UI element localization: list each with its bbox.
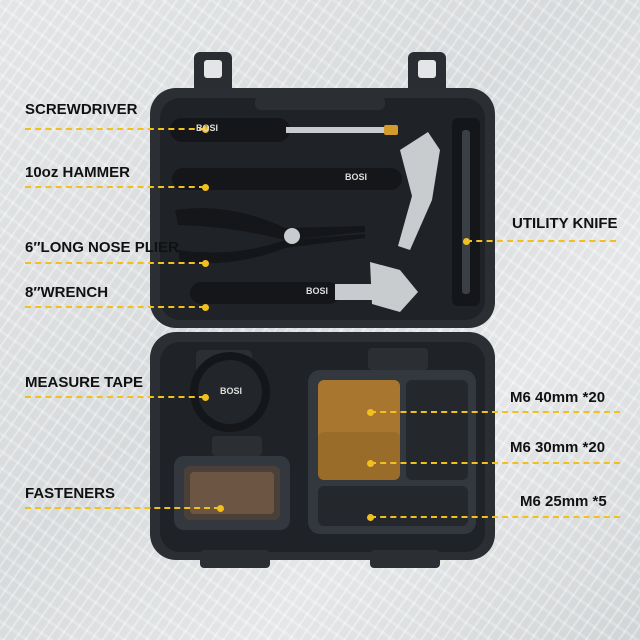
measure-tape	[190, 350, 270, 432]
brand-mark-wrench: BOSI	[306, 286, 329, 296]
label-hammer: 10oz HAMMER	[25, 164, 131, 181]
latch-slot-left	[204, 60, 222, 78]
label-fasteners: FASTENERS	[25, 485, 116, 502]
base-foot-left	[200, 550, 270, 568]
leader-screwdriver	[25, 128, 205, 130]
leader-m6-25	[370, 516, 620, 518]
brand-mark-screwdriver: BOSI	[196, 123, 219, 133]
leader-wrench	[25, 306, 205, 308]
leader-m6-30	[370, 462, 620, 464]
anchors-box	[308, 348, 476, 534]
leader-dot-m6-30	[367, 460, 374, 467]
leader-dot-plier	[202, 260, 209, 267]
leader-m6-40	[370, 411, 620, 413]
brand-mark-tape: BOSI	[220, 386, 243, 396]
leader-dot-hammer	[202, 184, 209, 191]
leader-utility-knife	[466, 240, 616, 242]
fasteners-box	[174, 436, 290, 530]
label-m6-25: M6 25mm *5	[520, 493, 607, 510]
label-screwdriver: SCREWDRIVER	[25, 101, 138, 118]
utility-knife	[452, 118, 480, 306]
label-wrench: 8″WRENCH	[25, 284, 109, 301]
leader-fasteners	[25, 507, 220, 509]
lid-handle-bar	[255, 96, 385, 110]
label-m6-40: M6 40mm *20	[510, 389, 606, 406]
leader-dot-wrench	[202, 304, 209, 311]
leader-dot-screwdriver	[202, 126, 209, 133]
long-nose-plier	[175, 208, 365, 264]
leader-dot-fasteners	[217, 505, 224, 512]
label-measure-tape: MEASURE TAPE	[25, 374, 144, 391]
leader-measure-tape	[25, 396, 205, 398]
leader-plier	[25, 262, 205, 264]
leader-dot-m6-40	[367, 409, 374, 416]
leader-dot-measure-tape	[202, 394, 209, 401]
label-m6-30: M6 30mm *20	[510, 439, 606, 456]
leader-hammer	[25, 186, 205, 188]
leader-dot-utility-knife	[463, 238, 470, 245]
label-plier: 6″LONG NOSE PLIER	[25, 239, 179, 256]
hammer	[172, 132, 440, 250]
latch-slot-right	[418, 60, 436, 78]
brand-mark-hammer: BOSI	[345, 172, 368, 182]
label-utility-knife: UTILITY KNIFE	[512, 215, 618, 232]
screwdriver	[170, 118, 398, 142]
adjustable-wrench	[190, 262, 418, 312]
leader-dot-m6-25	[367, 514, 374, 521]
base-foot-right	[370, 550, 440, 568]
